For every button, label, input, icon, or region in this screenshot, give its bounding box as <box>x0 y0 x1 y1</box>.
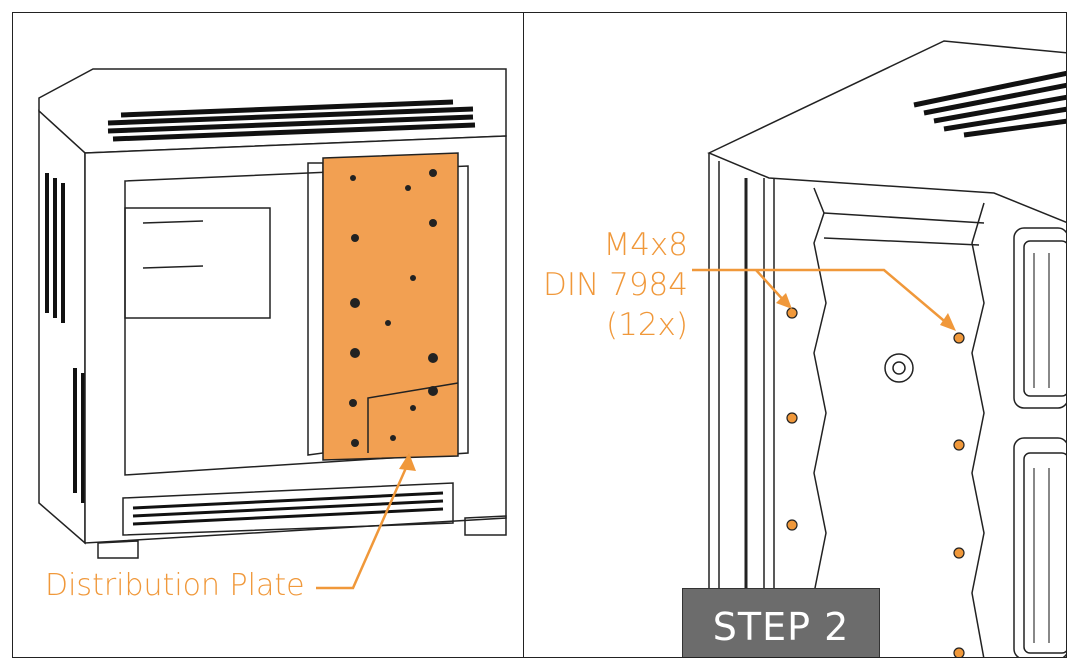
callout-leader <box>316 460 411 590</box>
screw-size: M4x8 <box>603 227 688 263</box>
step-label: STEP 2 <box>682 588 880 657</box>
screw-standard: DIN 7984 <box>543 267 688 303</box>
screw-spec-callout: M4x8 DIN 7984 (12x) <box>543 225 688 345</box>
top-vent <box>107 99 476 142</box>
left-illustration-panel: Distribution Plate <box>12 12 524 658</box>
case-illustration <box>38 68 507 590</box>
screw-quantity: (12x) <box>606 307 688 343</box>
case-closeup-illustration <box>692 40 1066 657</box>
right-illustration-panel: M4x8 DIN 7984 (12x) STEP 2 <box>523 12 1067 658</box>
distribution-plate <box>322 152 459 461</box>
screws <box>786 307 965 657</box>
distribution-plate-label: Distribution Plate <box>45 568 305 603</box>
